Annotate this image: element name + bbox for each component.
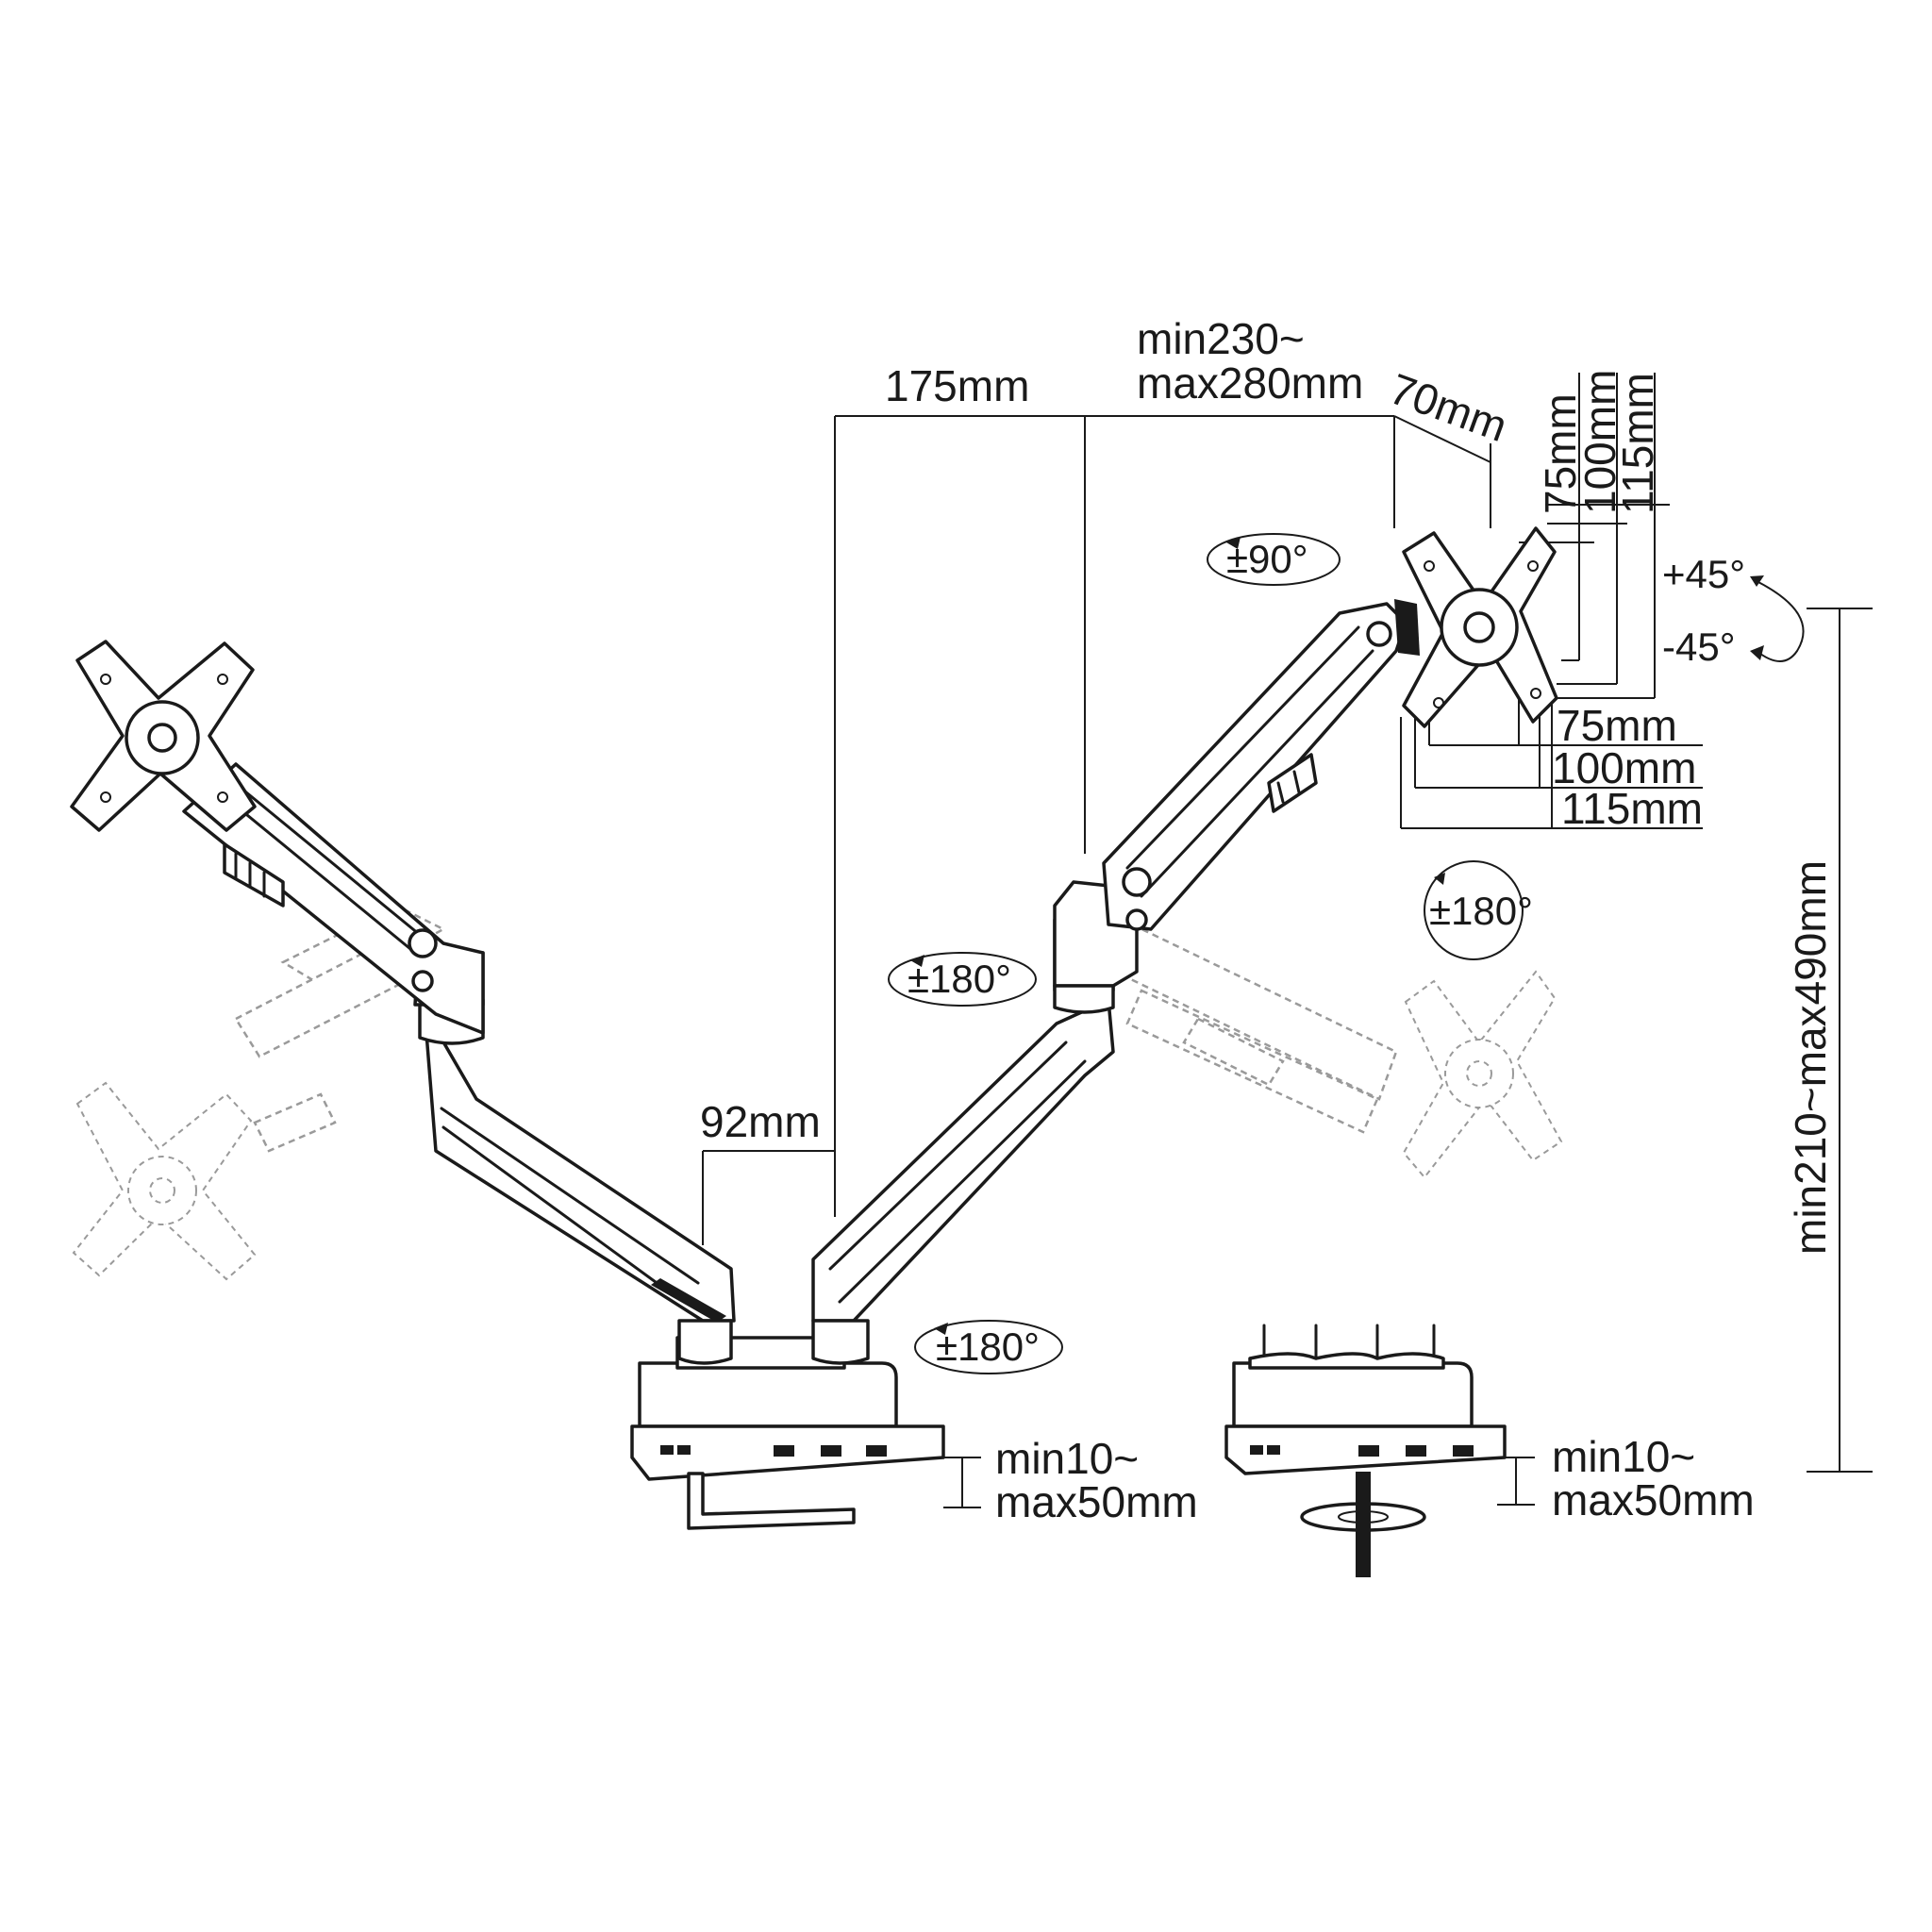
dim-vesa-h75: 75mm xyxy=(1557,701,1677,750)
dim-grommet-line2: max50mm xyxy=(1552,1475,1755,1524)
dim-vesa-v75: 75mm xyxy=(1536,393,1585,514)
left-vesa-plate-ghost xyxy=(72,1081,257,1281)
dim-vesa-h115: 115mm xyxy=(1561,784,1703,833)
swivel-base-ellipse xyxy=(914,1320,1063,1374)
left-arm-ghost-position xyxy=(72,904,446,1281)
rotation-markers xyxy=(888,533,1805,1374)
right-vesa-plate-ghost xyxy=(1402,970,1563,1179)
dim-175mm: 175mm xyxy=(885,361,1029,410)
left-arm xyxy=(70,640,736,1323)
dim-reach-line2: max280mm xyxy=(1137,358,1363,408)
rotate-90-ellipse xyxy=(1207,533,1341,586)
dim-vesa-v100: 100mm xyxy=(1575,370,1624,514)
left-vesa-plate xyxy=(70,640,257,832)
right-arm xyxy=(811,526,1558,1323)
grommet-base xyxy=(1224,1324,1507,1577)
tilt-up-label: +45° xyxy=(1662,552,1745,596)
swivel-arm-label: ±180° xyxy=(908,957,1011,1001)
dim-clamp-line1: min10~ xyxy=(995,1434,1139,1483)
tilt-down-label: -45° xyxy=(1662,625,1736,669)
dim-70mm: 70mm xyxy=(1384,364,1514,452)
swivel-arm-ellipse xyxy=(888,952,1037,1007)
right-vesa-plate xyxy=(1402,526,1558,728)
swivel-head-circle xyxy=(1424,860,1524,960)
tilt-arc xyxy=(1754,579,1805,662)
dimension-lines xyxy=(702,373,1873,1508)
swivel-head-label: ±180° xyxy=(1429,889,1533,933)
swivel-base-label: ±180° xyxy=(936,1324,1040,1369)
dim-vesa-h100: 100mm xyxy=(1552,743,1696,792)
dim-clamp-line2: max50mm xyxy=(995,1477,1198,1526)
dim-92mm: 92mm xyxy=(700,1097,821,1146)
rotate-90-label: ±90° xyxy=(1226,537,1308,581)
clamp-base xyxy=(630,1319,945,1530)
dim-vesa-v115: 115mm xyxy=(1613,373,1662,514)
right-arm-ghost-position xyxy=(1113,923,1563,1179)
dim-grommet-line1: min10~ xyxy=(1552,1432,1695,1481)
dim-reach-line1: min230~ xyxy=(1137,314,1305,363)
dim-height-range: min210~max490mm xyxy=(1786,860,1835,1255)
labels: 175mm min230~ max280mm 70mm 75mm 100mm 1… xyxy=(700,314,1835,1526)
